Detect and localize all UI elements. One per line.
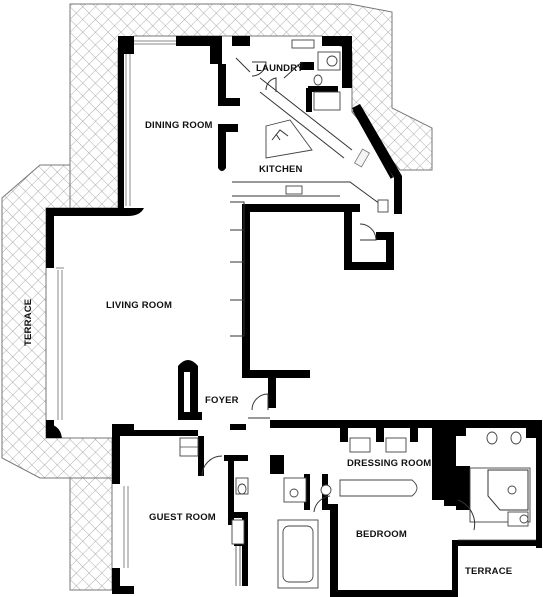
terrace-southwest [69,477,113,591]
label-laundry: LAUNDRY [256,63,304,74]
terrace-areas [1,3,433,591]
room-labels: LAUNDRY DINING ROOM KITCHEN LIVING ROOM … [23,63,512,577]
label-terrace-south: TERRACE [465,566,512,577]
label-foyer: FOYER [205,395,239,406]
label-guest-room: GUEST ROOM [149,512,216,523]
label-dressing-room: DRESSING ROOM [347,458,431,469]
label-dining-room: DINING ROOM [145,120,213,131]
interior-details [179,39,536,589]
label-living-room: LIVING ROOM [106,300,172,311]
label-kitchen: KITCHEN [259,164,303,175]
walls [46,36,542,597]
terrace-north [69,3,433,209]
label-terrace-west: TERRACE [23,299,34,346]
label-bedroom: BEDROOM [356,529,407,540]
